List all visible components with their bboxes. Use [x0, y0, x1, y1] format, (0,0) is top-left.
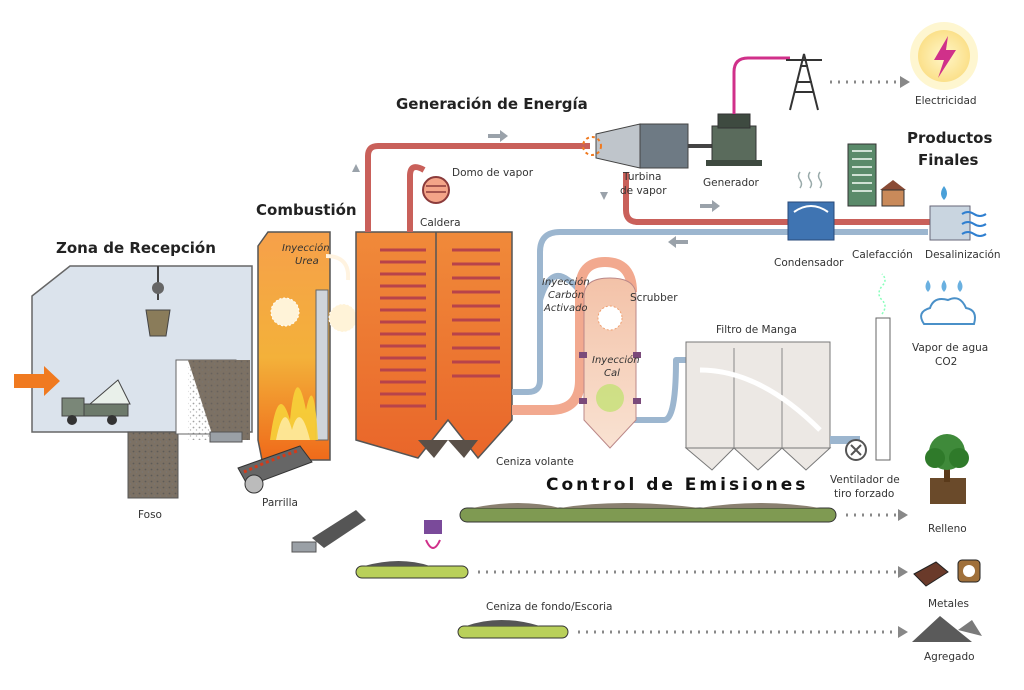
fly-ash-conveyor	[459, 503, 908, 523]
steam-drum	[422, 176, 450, 204]
truck-icon	[61, 379, 131, 425]
label-urea-line1: Inyección	[282, 242, 330, 254]
label-water-vapor-line1: Vapor de agua	[912, 342, 988, 354]
label-fly-ash: Ceniza volante	[496, 456, 574, 468]
label-turbine-line1: Turbina	[622, 171, 661, 183]
label-fan-line1: Ventilador de	[830, 474, 900, 486]
boiler	[355, 231, 513, 460]
steam-pipes	[365, 143, 938, 232]
label-electricity: Electricidad	[915, 95, 977, 107]
forced-draft-fan-icon	[830, 436, 867, 461]
transmission-tower-icon	[786, 53, 822, 111]
label-bag-filter: Filtro de Manga	[716, 324, 797, 336]
power-line	[732, 56, 790, 114]
label-carbon-line2: Carbón	[548, 289, 584, 301]
label-heating: Calefacción	[852, 249, 913, 261]
label-bottom-ash: Ceniza de fondo/Escoria	[486, 601, 612, 613]
label-pit: Foso	[138, 509, 162, 521]
label-grate: Parrilla	[262, 497, 298, 509]
section-energy-title: Generación de Energía	[396, 95, 588, 113]
entry-arrow	[14, 366, 60, 396]
stack	[875, 273, 891, 461]
label-generator: Generador	[703, 177, 760, 189]
label-fan-line2: tiro forzado	[834, 488, 894, 500]
flow-arrows	[352, 130, 720, 248]
condenser	[787, 171, 835, 241]
turbine	[582, 123, 712, 169]
section-products-title-line2: Finales	[918, 151, 979, 169]
crane-grab-icon	[145, 266, 171, 337]
scrubber	[579, 277, 641, 449]
section-reception-title: Zona de Recepción	[56, 239, 216, 257]
grate	[209, 431, 313, 494]
label-carbon-line1: Inyección	[542, 276, 590, 288]
electricity-icon	[910, 22, 978, 90]
magnet-separator-icon	[424, 520, 442, 549]
label-landfill: Relleno	[928, 523, 967, 535]
bottom-ash-conveyor	[355, 561, 908, 579]
water-vapor-icon	[920, 280, 976, 325]
section-combustion-title: Combustión	[256, 201, 357, 219]
label-water-vapor-line2: CO2	[935, 356, 957, 368]
label-condenser: Condensador	[774, 257, 844, 269]
heating-buildings-icon	[847, 143, 906, 207]
metals-icon	[913, 559, 981, 587]
label-lime-line1: Inyección	[592, 354, 640, 366]
aggregate-conveyor	[457, 620, 908, 639]
label-scrubber: Scrubber	[630, 292, 678, 304]
label-aggregate: Agregado	[924, 651, 975, 663]
label-steam-drum: Domo de vapor	[452, 167, 534, 179]
label-metals: Metales	[928, 598, 969, 610]
label-desalination: Desalinización	[925, 249, 1001, 261]
aggregate-pile-icon	[912, 616, 982, 642]
label-lime-line2: Cal	[604, 368, 620, 379]
label-boiler: Caldera	[420, 217, 461, 229]
generator	[706, 113, 762, 166]
section-emissions-title: Control de Emisiones	[546, 475, 808, 495]
label-turbine-line2: de vapor	[620, 185, 667, 197]
flames	[270, 387, 318, 440]
combustion-chamber	[257, 231, 358, 461]
label-carbon-line3: Activado	[543, 303, 588, 314]
label-urea-line2: Urea	[295, 256, 319, 267]
electricity-dotted-line	[830, 76, 910, 88]
reception-building	[31, 265, 253, 499]
section-products-title-line1: Productos	[907, 129, 992, 147]
landfill-tree-icon	[925, 434, 969, 504]
gas-duct	[512, 257, 637, 415]
ash-conveyor-incline	[291, 510, 366, 553]
bag-filter	[684, 341, 832, 471]
desalination-icon	[929, 186, 987, 241]
